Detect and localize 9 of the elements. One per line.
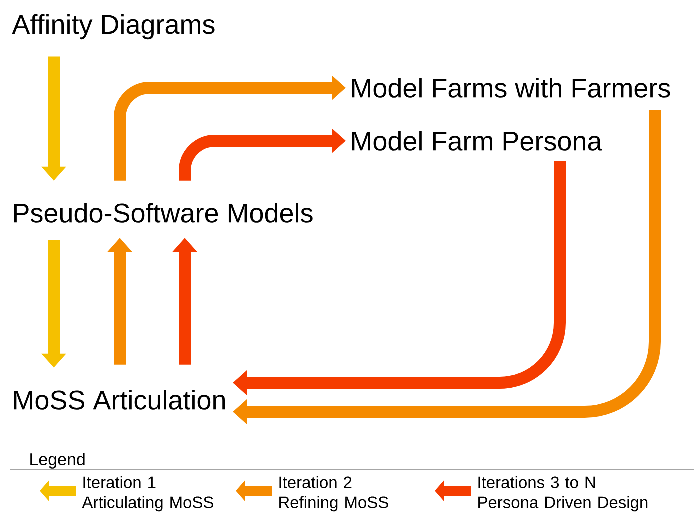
node-label: Model Farms with Farmers <box>352 78 670 98</box>
node-label: Model Farm Persona <box>352 131 602 151</box>
legend-heading: Legend <box>30 453 85 469</box>
legend-text: Iteration 2 Refining MoSS <box>280 476 388 512</box>
node-label: Affinity Diagrams <box>12 14 215 40</box>
legend-text: Iterations 3 to N Persona Driven Design <box>478 476 648 512</box>
legend-text: Iteration 1 Articulating MoSS <box>82 476 214 512</box>
node-label: MoSS Articulation <box>14 390 225 410</box>
node-label: Pseudo-Software Models <box>14 203 313 223</box>
